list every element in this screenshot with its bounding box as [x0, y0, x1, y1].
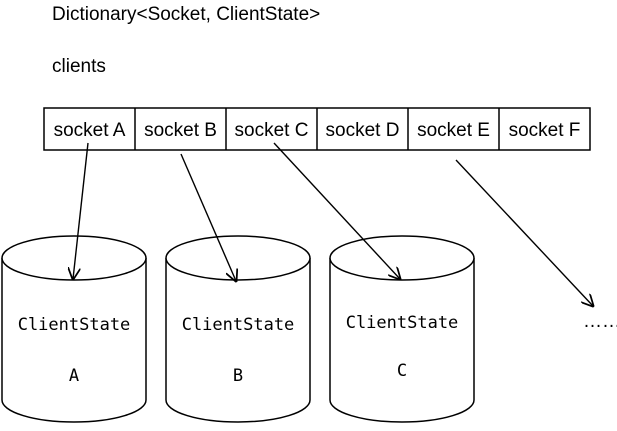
socket-cell-f: socket F [509, 120, 581, 141]
socket-array: socket A socket B socket C socket D sock… [43, 107, 591, 151]
socket-cell-a: socket A [54, 120, 126, 141]
cylinder-b-title: ClientState [182, 315, 295, 335]
arrow-socket-b-to-state-b [180, 153, 236, 281]
more-ellipsis: …… [583, 311, 617, 332]
dictionary-name-label: clients [52, 56, 106, 77]
socket-cell-d: socket D [326, 120, 400, 141]
cylinder-c-letter: C [397, 361, 407, 381]
socket-cell-b: socket B [144, 120, 217, 141]
cylinder-a-title: ClientState [18, 315, 131, 335]
client-state-cylinder-b: ClientState B [165, 235, 311, 423]
client-state-cylinder-a: ClientState A [1, 235, 147, 423]
arrow-socket-a-to-state-a [73, 142, 89, 279]
dictionary-type-label: Dictionary<Socket, ClientState> [52, 4, 321, 25]
client-state-cylinder-c: ClientState C [329, 235, 475, 423]
socket-cell-c: socket C [235, 120, 309, 141]
cylinder-a-letter: A [69, 366, 79, 386]
arrow-socket-e-to-more [455, 159, 593, 306]
cylinder-b-letter: B [233, 366, 243, 386]
cylinder-c-title: ClientState [346, 313, 459, 333]
arrow-socket-c-to-state-c [273, 142, 400, 279]
socket-cell-e: socket E [417, 120, 490, 141]
